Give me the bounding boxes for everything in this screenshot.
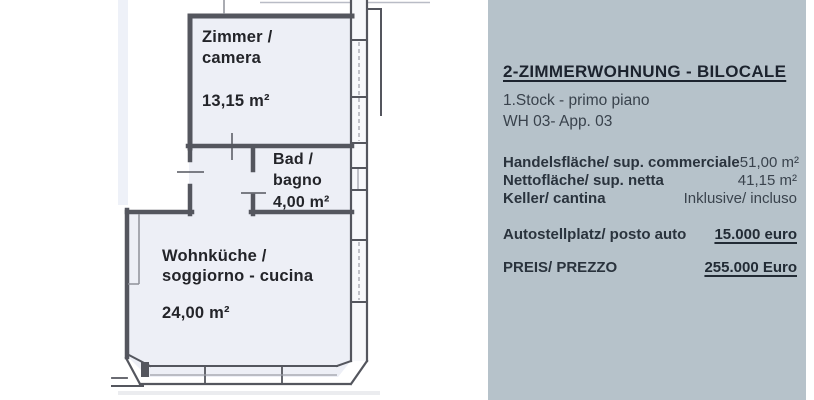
interior-walls [185, 143, 355, 217]
room-wohnkueche-area: 24,00 m² [162, 304, 230, 322]
spec-row-parking: Autostellplatz/ posto auto 15.000 euro [503, 226, 797, 243]
spec-value: 51,00 m² [739, 154, 799, 171]
room-zimmer-name-de: Zimmer / [202, 28, 273, 46]
parking-price: 15.000 euro [714, 226, 797, 243]
spec-row-commercial-area: Handelsfläche/ sup. commerciale 51,00 m² [503, 154, 799, 171]
room-wohnkueche-name-de: Wohnküche / [162, 247, 267, 265]
wall-pillar [141, 362, 149, 377]
room-bad-area: 4,00 m² [273, 194, 330, 211]
floor-plan: Zimmer / camera 13,15 m² Bad / bagno 4,0… [111, 0, 430, 395]
total-price: 255.000 Euro [704, 259, 797, 276]
unit-line: WH 03- App. 03 [503, 113, 613, 130]
room-bad-label: Bad / bagno 4,00 m² [273, 150, 330, 214]
panel-title: 2-ZIMMERWOHNUNG - BILOCALE [503, 62, 787, 81]
spec-label: Autostellplatz/ posto auto [503, 226, 687, 243]
spec-row-net-area: Nettofläche/ sup. netta 41,15 m² [503, 172, 797, 189]
scan-artifacts [118, 0, 430, 395]
spec-label: Keller/ cantina [503, 190, 606, 207]
apartment-interior [126, 14, 350, 377]
room-wohnkueche-label: Wohnküche / soggiorno - cucina 24,00 m² [162, 247, 313, 324]
right-wall-band [351, 0, 367, 361]
outer-walls [111, 0, 382, 387]
door-marks [177, 133, 266, 194]
room-zimmer-label: Zimmer / camera 13,15 m² [202, 27, 272, 112]
room-zimmer-name-it: camera [202, 49, 261, 67]
room-wohnkueche-name-it: soggiorno - cucina [162, 266, 314, 285]
floor-line: 1.Stock - primo piano [503, 92, 650, 109]
spec-label: Handelsfläche/ sup. commerciale [503, 154, 740, 171]
spec-value: 41,15 m² [737, 172, 797, 189]
spec-label: Nettofläche/ sup. netta [503, 172, 664, 189]
spec-row-cellar: Keller/ cantina Inklusive/ incluso [503, 190, 797, 207]
spec-value: Inklusive/ incluso [683, 190, 797, 207]
floor-plan-drawing [111, 0, 430, 395]
info-panel: 2-ZIMMERWOHNUNG - BILOCALE 1.Stock - pri… [488, 0, 806, 400]
window-lines [128, 0, 360, 376]
room-bad-name-de: Bad / [273, 151, 314, 168]
spec-row-price: PREIS/ PREZZO 255.000 Euro [503, 259, 797, 276]
spec-label: PREIS/ PREZZO [503, 259, 618, 276]
room-zimmer-area: 13,15 m² [202, 92, 270, 110]
room-bad-name-it: bagno [273, 171, 322, 189]
